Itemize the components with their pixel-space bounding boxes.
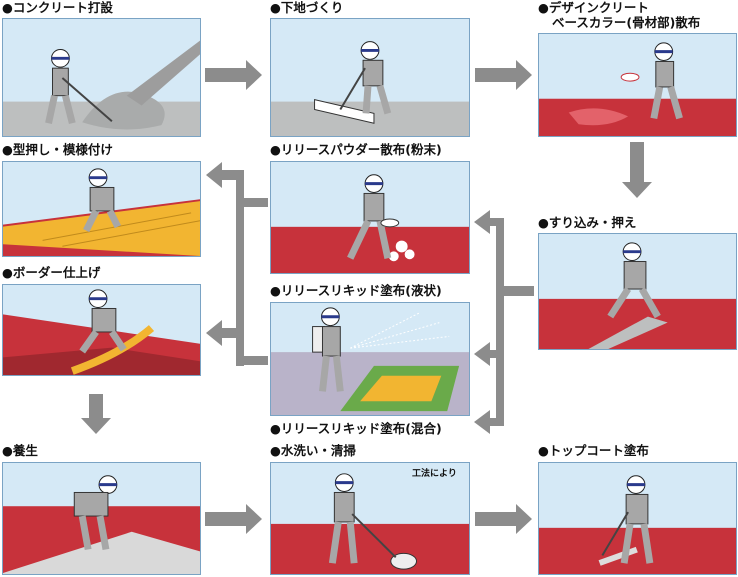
worker-figure bbox=[607, 242, 661, 319]
worker-figure bbox=[339, 41, 392, 115]
step-label-base-preparation: ●下地づくり bbox=[270, 0, 344, 15]
step-label-base-color-line1: ●デザインクリート bbox=[538, 0, 649, 15]
worker-figure bbox=[312, 307, 344, 392]
bracket-left bbox=[206, 162, 268, 366]
worker-figure bbox=[79, 289, 127, 354]
panel-base-preparation bbox=[270, 18, 470, 137]
arrow-right-4 bbox=[475, 504, 532, 534]
method-note: 工法により bbox=[412, 469, 457, 479]
panel-release-liquid bbox=[270, 302, 470, 416]
step-label-border-finish: ●ボーダー仕上げ bbox=[2, 265, 101, 280]
panel-stamping bbox=[2, 161, 201, 257]
panel-curing bbox=[2, 462, 201, 575]
panel-rub-press bbox=[538, 233, 737, 350]
worker-figure bbox=[45, 48, 113, 125]
panel-washing bbox=[270, 462, 470, 575]
worker-figure bbox=[347, 174, 400, 260]
arrow-down-left bbox=[81, 394, 111, 434]
step-label-stamping: ●型押し・模様付け bbox=[2, 142, 113, 157]
panel-base-color-scatter bbox=[538, 33, 737, 137]
step-label-rub-press: ●すり込み・押え bbox=[538, 215, 637, 230]
panel-topcoat bbox=[538, 462, 737, 575]
arrow-right-3 bbox=[205, 504, 262, 534]
step-label-washing: ●水洗い・清掃 bbox=[270, 443, 356, 458]
worker-figure bbox=[83, 168, 121, 233]
worker-figure bbox=[601, 475, 654, 564]
worker-figure bbox=[620, 42, 683, 120]
step-label-topcoat: ●トップコート塗布 bbox=[538, 443, 649, 458]
bracket-right bbox=[474, 210, 534, 434]
worker-figure bbox=[328, 473, 397, 564]
step-label-release-mixed: ●リリースリキッド塗布(混合) bbox=[270, 421, 442, 436]
step-label-concrete-pouring: ●コンクリート打設 bbox=[2, 0, 113, 15]
arrow-right-2 bbox=[475, 60, 532, 90]
panel-release-powder bbox=[270, 161, 470, 274]
step-label-curing: ●養生 bbox=[2, 443, 38, 458]
arrow-down-right bbox=[622, 142, 652, 198]
panel-concrete-pouring bbox=[2, 18, 201, 137]
step-label-release-liquid: ●リリースリキッド塗布(液状) bbox=[270, 283, 442, 298]
step-label-release-powder: ●リリースパウダー散布(粉末) bbox=[270, 142, 442, 157]
panel-border-finish bbox=[2, 284, 201, 376]
worker-figure bbox=[73, 475, 118, 551]
arrow-right-1 bbox=[205, 60, 262, 90]
step-label-base-color-line2: ベースカラー(骨材部)散布 bbox=[552, 15, 701, 30]
